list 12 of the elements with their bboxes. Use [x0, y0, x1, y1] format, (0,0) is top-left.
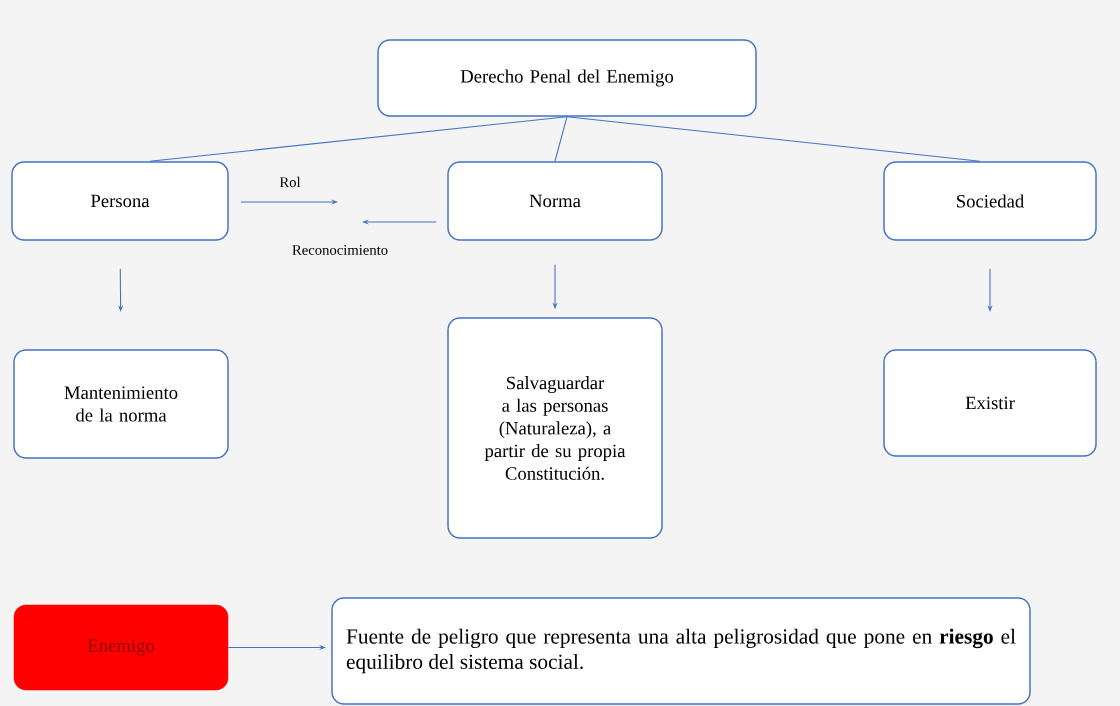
concept-box: Norma [447, 161, 663, 241]
result-box: Mantenimiento de la norma [13, 349, 229, 459]
connector-line [149, 116, 568, 162]
connector-line [554, 116, 568, 162]
connector-line [566, 116, 981, 162]
result-box: Salvaguardar a las personas (Naturaleza), a partir de su propia Constitución. [447, 317, 663, 539]
concept-box: Persona [11, 161, 229, 241]
title-box: Derecho Penal del Enemigo [377, 39, 757, 117]
result-box: Existir [883, 349, 1097, 457]
definition-box: Fuente de peligro que representa una alta peligrosidad que pone en riesgo el equilibro del sistema social. [331, 597, 1031, 705]
highlight-box: Enemigo [13, 604, 229, 691]
concept-box: Sociedad [883, 161, 1097, 241]
